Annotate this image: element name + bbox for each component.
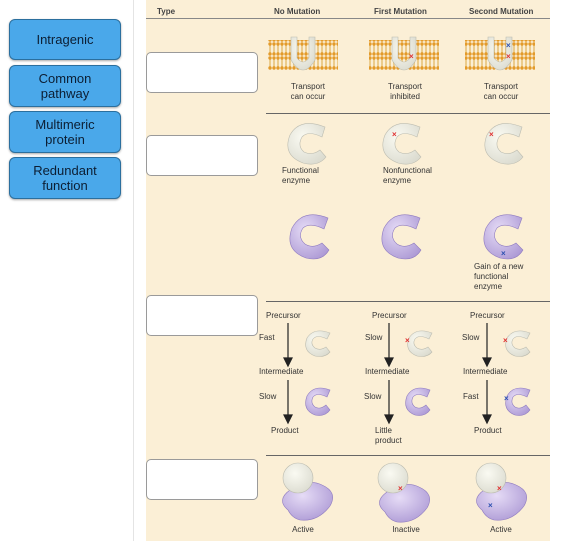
caption-row1-col3: Transport can occur bbox=[483, 82, 519, 101]
caption-row4-col2: Inactive bbox=[392, 525, 420, 534]
svg-text:×: × bbox=[506, 52, 511, 61]
drop-target-row2[interactable] bbox=[146, 135, 258, 176]
rate-slow-2: Slow bbox=[365, 333, 383, 342]
svg-text:×: × bbox=[392, 130, 397, 139]
drop-target-row4[interactable] bbox=[146, 459, 258, 500]
membrane-transporter-1 bbox=[268, 36, 338, 71]
enzyme-purple-1 bbox=[289, 214, 330, 260]
precursor-3: Precursor bbox=[470, 311, 505, 320]
intermediate-3: Intermediate bbox=[463, 367, 508, 376]
rate-slow-3: Slow bbox=[462, 333, 480, 342]
rate-fast-6: Fast bbox=[463, 392, 479, 401]
header-rule bbox=[146, 18, 550, 19]
pathway-arrows bbox=[283, 323, 492, 425]
membrane-transporter-3: × × bbox=[465, 36, 535, 71]
row-rule-2 bbox=[266, 301, 550, 302]
drop-target-row1[interactable] bbox=[146, 52, 258, 93]
enzyme-purple-3: × bbox=[483, 214, 524, 260]
caption-row2-col3: Gain of a new functional enzyme bbox=[474, 262, 524, 291]
enzyme-cream-2: × bbox=[382, 123, 422, 165]
svg-text:×: × bbox=[497, 484, 502, 493]
row-rule-3 bbox=[266, 455, 550, 456]
header-no-mutation: No Mutation bbox=[274, 7, 321, 16]
intermediate-2: Intermediate bbox=[365, 367, 410, 376]
svg-text:×: × bbox=[405, 336, 410, 345]
complex-active-3: × × bbox=[475, 462, 527, 521]
enzyme-cream-3: × bbox=[484, 123, 524, 165]
intermediate-1: Intermediate bbox=[259, 367, 304, 376]
rate-slow-4: Slow bbox=[259, 392, 277, 401]
complex-active-1 bbox=[282, 462, 333, 521]
header-first-mutation: First Mutation bbox=[374, 7, 427, 16]
enzyme-cream-1 bbox=[287, 123, 327, 165]
svg-text:×: × bbox=[503, 336, 508, 345]
svg-text:×: × bbox=[506, 41, 511, 50]
rate-slow-5: Slow bbox=[364, 392, 382, 401]
caption-row4-col1: Active bbox=[292, 525, 314, 534]
rate-fast-1: Fast bbox=[259, 333, 275, 342]
divider bbox=[133, 0, 134, 541]
svg-text:×: × bbox=[489, 130, 494, 139]
caption-row4-col3: Active bbox=[490, 525, 512, 534]
caption-row2-col1: Functional enzyme bbox=[282, 166, 319, 185]
precursor-2: Precursor bbox=[372, 311, 407, 320]
product-1: Product bbox=[271, 426, 299, 435]
svg-text:×: × bbox=[504, 394, 509, 403]
drop-target-row3[interactable] bbox=[146, 295, 258, 336]
svg-text:×: × bbox=[501, 249, 506, 258]
caption-row2-col2: Nonfunctional enzyme bbox=[383, 166, 432, 185]
pathway-enzymes: × × × bbox=[305, 330, 531, 416]
header-type: Type bbox=[157, 7, 176, 16]
membrane-transporter-2: × bbox=[369, 36, 439, 71]
svg-text:×: × bbox=[488, 501, 493, 510]
precursor-1: Precursor bbox=[266, 311, 301, 320]
product-3: Product bbox=[474, 426, 502, 435]
enzyme-purple-2 bbox=[381, 214, 422, 260]
svg-text:×: × bbox=[398, 484, 403, 493]
choice-redundant-function[interactable]: Redundant function bbox=[9, 157, 121, 199]
caption-row1-col2: Transport inhibited bbox=[388, 82, 422, 101]
complex-inactive-2: × bbox=[377, 462, 430, 523]
svg-text:×: × bbox=[409, 52, 414, 61]
header-second-mutation: Second Mutation bbox=[469, 7, 534, 16]
choice-intragenic[interactable]: Intragenic bbox=[9, 19, 121, 60]
little-product-2: Little product bbox=[375, 426, 402, 445]
choice-multimeric-protein[interactable]: Multimeric protein bbox=[9, 111, 121, 153]
row-rule-1 bbox=[266, 113, 550, 114]
choice-common-pathway[interactable]: Common pathway bbox=[9, 65, 121, 107]
caption-row1-col1: Transport can occur bbox=[290, 82, 326, 101]
